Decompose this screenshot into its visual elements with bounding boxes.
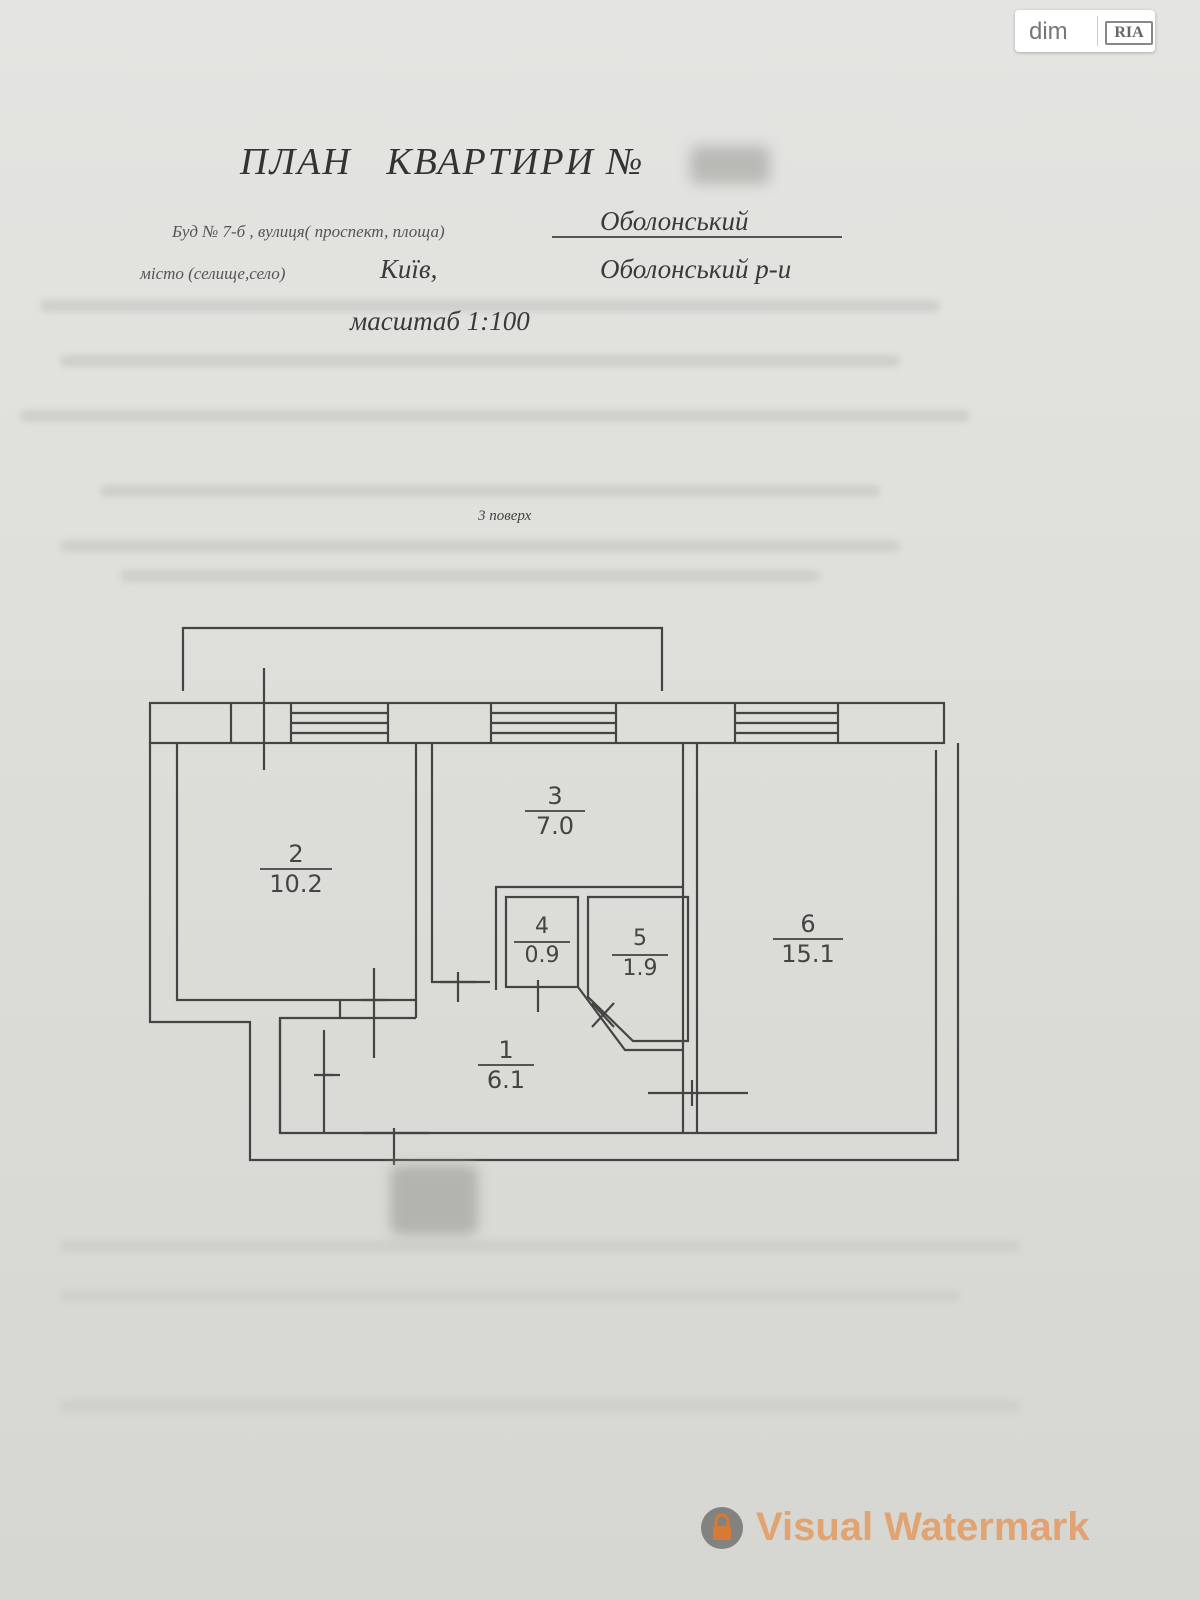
room-6-area: 15.1 (773, 938, 843, 968)
room-3-number: 3 (547, 782, 563, 810)
room-2-area: 10.2 (260, 868, 332, 898)
room-1-number: 1 (498, 1036, 514, 1064)
scale-label: масштаб 1:100 (350, 306, 530, 336)
street-underline (552, 236, 842, 238)
room-3-area: 7.0 (525, 810, 585, 840)
street-value: Оболонський (600, 206, 749, 236)
room-4-area: 0.9 (514, 941, 570, 968)
balcony-outline (181, 626, 664, 691)
room-6-number: 6 (800, 910, 816, 938)
room-5-area: 1.9 (612, 954, 668, 981)
dimria-logo: dim RIA (1015, 10, 1155, 52)
room-4-number: 4 (535, 914, 549, 939)
room-2-number: 2 (288, 840, 304, 868)
exterior-wall (148, 701, 946, 745)
room-1-area: 6.1 (478, 1064, 534, 1094)
redacted-entrance-marker (390, 1165, 478, 1235)
floor-label: 3 поверх (478, 508, 532, 524)
city-value: Київ, (380, 254, 438, 284)
document-title: ПЛАН КВАРТИРИ № (240, 141, 645, 183)
lock-icon (701, 1506, 743, 1549)
room-5-number: 5 (633, 926, 647, 951)
district-value: Оболонський р-и (600, 254, 792, 284)
watermark-text: Visual Watermark (756, 1505, 1090, 1549)
outer-wall (148, 743, 960, 1162)
building-label: Буд № 7-б , вулиця( проспект, площа) (172, 222, 445, 241)
visual-watermark: Visual Watermark (700, 1505, 1090, 1550)
redacted-apartment-number (690, 146, 770, 184)
city-label: місто (селище,село) (140, 264, 286, 283)
